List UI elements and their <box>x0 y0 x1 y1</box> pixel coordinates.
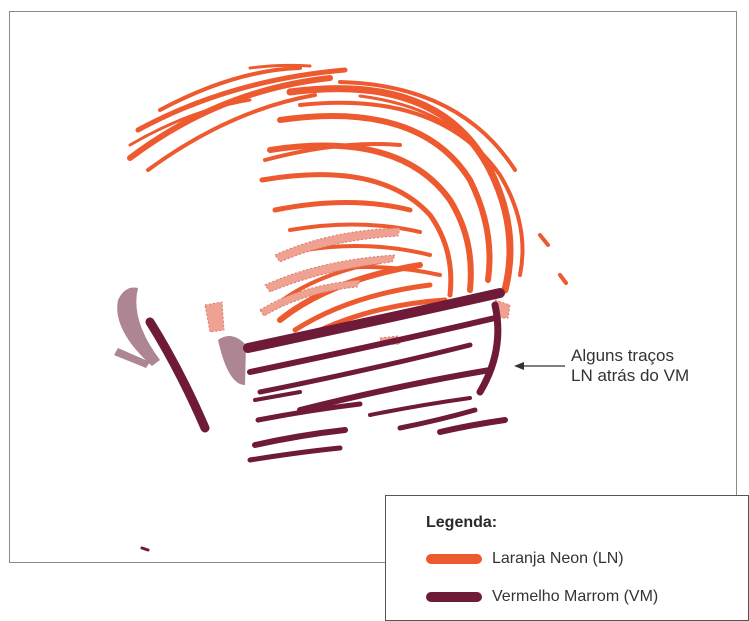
annotation-line-2: LN atrás do VM <box>571 366 690 385</box>
legend-label-vermelho-marrom: Vermelho Marrom (VM) <box>492 588 659 605</box>
legend-item-laranja-neon: Laranja Neon (LN) <box>426 547 624 571</box>
legend-swatch-laranja-neon <box>426 554 482 564</box>
legend-label-laranja-neon: Laranja Neon (LN) <box>492 550 624 567</box>
vermelho-marrom-strokes <box>140 288 508 552</box>
annotation-arrow <box>514 362 565 370</box>
legend-item-vermelho-marrom: Vermelho Marrom (VM) <box>426 585 658 609</box>
legend-title: Legenda: <box>426 514 498 531</box>
vermelho-marrom-pale-strokes <box>114 287 246 385</box>
legend-swatch-vermelho-marrom <box>426 592 482 602</box>
annotation-line-1: Alguns traços <box>571 346 674 365</box>
annotation-text: Alguns traços LN atrás do VM <box>571 346 689 386</box>
legend-box: Legenda: Laranja Neon (LN) Vermelho Marr… <box>385 495 749 621</box>
